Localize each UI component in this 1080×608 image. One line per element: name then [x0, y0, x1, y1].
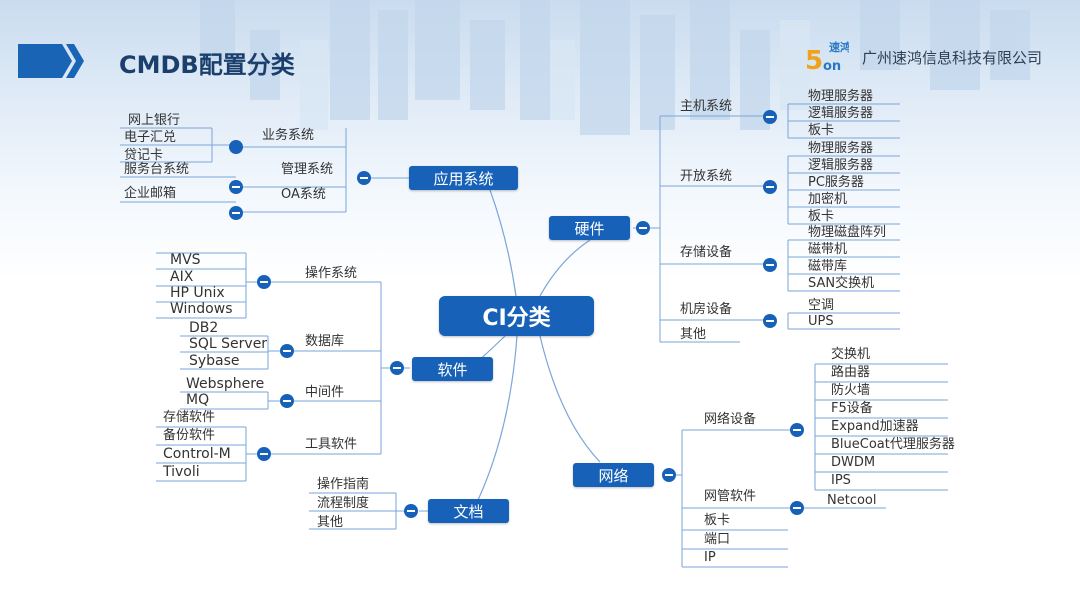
- leaf-label: MQ: [186, 392, 210, 408]
- leaf-label: 备份软件: [163, 428, 216, 443]
- group-label-net-ip: IP: [704, 550, 716, 565]
- collapse-net-devices-icon[interactable]: [790, 423, 804, 437]
- leaf-label: 企业邮箱: [124, 186, 177, 201]
- company-name: 广州速鸿信息科技有限公司: [862, 49, 1043, 67]
- collapse-room-equipment-icon[interactable]: [763, 314, 777, 328]
- collapse-open-system-icon[interactable]: [763, 180, 777, 194]
- company-logo-icon: 速鸿 5 on: [805, 40, 849, 73]
- category-node-app[interactable]: 应用系统: [409, 166, 518, 190]
- collapse-middleware-icon[interactable]: [280, 394, 294, 408]
- leaf-label: 物理磁盘阵列: [808, 225, 887, 240]
- group-label-database: 数据库: [305, 334, 345, 349]
- leaf-label: 逻辑服务器: [808, 106, 874, 121]
- collapse-mainframe-icon[interactable]: [763, 110, 777, 124]
- collapse-tools-icon[interactable]: [257, 447, 271, 461]
- group-label-net-devices: 网络设备: [704, 412, 757, 427]
- leaf-label: PC服务器: [808, 175, 864, 190]
- collapse-management-icon[interactable]: [229, 180, 243, 194]
- leaf-label: 板卡: [808, 123, 835, 138]
- collapse-hardware-icon[interactable]: [636, 221, 650, 235]
- leaf-label: 操作指南: [317, 477, 370, 492]
- leaf-label: Sybase: [189, 353, 240, 369]
- collapse-app-icon[interactable]: [357, 171, 371, 185]
- svg-text:5: 5: [805, 46, 823, 73]
- leaf-label: HP Unix: [170, 285, 225, 301]
- root-node-ci[interactable]: CI分类: [439, 296, 594, 336]
- leaf-label: 磁带机: [808, 242, 848, 257]
- leaf-label: Windows: [170, 301, 233, 317]
- leaf-label: 贷记卡: [124, 148, 164, 163]
- leaf-label: Expand加速器: [831, 419, 919, 434]
- leaf-label: SAN交换机: [808, 276, 875, 291]
- city-skyline-background: [200, 0, 1030, 135]
- category-node-network[interactable]: 网络: [573, 463, 654, 487]
- leaf-label: Websphere: [186, 376, 265, 392]
- leaf-label: 路由器: [831, 365, 871, 380]
- leaf-label: F5设备: [831, 401, 873, 416]
- collapse-oa-icon[interactable]: [229, 206, 243, 220]
- group-label-net-mgmt: 网管软件: [704, 489, 757, 504]
- collapse-os-icon[interactable]: [257, 275, 271, 289]
- category-node-hardware[interactable]: 硬件: [549, 216, 630, 240]
- group-label-management: 管理系统: [281, 162, 334, 177]
- collapse-storage-icon[interactable]: [763, 258, 777, 272]
- leaf-label: 物理服务器: [808, 141, 874, 156]
- category-node-software[interactable]: 软件: [412, 357, 493, 381]
- leaf-label: 加密机: [808, 192, 848, 207]
- leaf-label: 物理服务器: [808, 89, 874, 104]
- group-label-tools: 工具软件: [305, 437, 358, 452]
- leaf-label: UPS: [808, 314, 834, 329]
- collapse-database-icon[interactable]: [280, 344, 294, 358]
- group-label-room-equipment: 机房设备: [680, 302, 733, 317]
- leaf-label: 存储软件: [163, 410, 216, 425]
- header-arrow-icon: [18, 44, 84, 78]
- group-label-os: 操作系统: [305, 266, 358, 281]
- leaf-label: 逻辑服务器: [808, 158, 874, 173]
- collapse-network-icon[interactable]: [662, 468, 676, 482]
- leaf-label: 电子汇兑: [124, 130, 177, 145]
- group-label-net-card: 板卡: [704, 513, 731, 528]
- leaf-label: BlueCoat代理服务器: [831, 437, 955, 452]
- leaf-label: DWDM: [831, 455, 876, 470]
- leaf-label: Tivoli: [163, 464, 200, 480]
- group-label-oa: OA系统: [281, 187, 326, 202]
- group-label-net-port: 端口: [704, 532, 731, 547]
- collapse-docs-icon[interactable]: [404, 504, 418, 518]
- collapse-net-mgmt-icon[interactable]: [790, 501, 804, 515]
- leaf-label: SQL Server: [189, 336, 268, 352]
- svg-text:速鸿: 速鸿: [829, 40, 849, 54]
- collapse-software-icon[interactable]: [390, 361, 404, 375]
- page-title: CMDB配置分类: [119, 51, 295, 79]
- leaf-label: 空调: [808, 298, 835, 313]
- group-label-business: 业务系统: [262, 128, 315, 143]
- group-label-storage: 存储设备: [680, 245, 733, 260]
- group-label-mainframe: 主机系统: [680, 99, 733, 114]
- leaf-label: DB2: [189, 320, 219, 336]
- svg-text:on: on: [823, 59, 841, 73]
- leaf-label: 其他: [317, 515, 344, 530]
- leaf-label: 网上银行: [128, 113, 181, 128]
- group-label-open-system: 开放系统: [680, 169, 733, 184]
- leaf-label: 板卡: [808, 209, 835, 224]
- leaf-label: 防火墙: [831, 383, 871, 398]
- node-dot-business-icon[interactable]: [229, 140, 243, 154]
- category-node-docs[interactable]: 文档: [428, 499, 509, 523]
- leaf-label: 磁带库: [808, 259, 848, 274]
- group-label-hw-other: 其他: [680, 327, 707, 342]
- leaf-label: Control-M: [163, 446, 231, 462]
- leaf-label: MVS: [170, 252, 201, 268]
- leaf-label: 服务台系统: [124, 162, 190, 177]
- leaf-label: AIX: [170, 269, 194, 285]
- group-label-middleware: 中间件: [305, 385, 345, 400]
- leaf-label: Netcool: [827, 493, 877, 508]
- leaf-label: IPS: [831, 473, 851, 488]
- leaf-label: 交换机: [831, 347, 871, 362]
- leaf-label: 流程制度: [317, 496, 370, 511]
